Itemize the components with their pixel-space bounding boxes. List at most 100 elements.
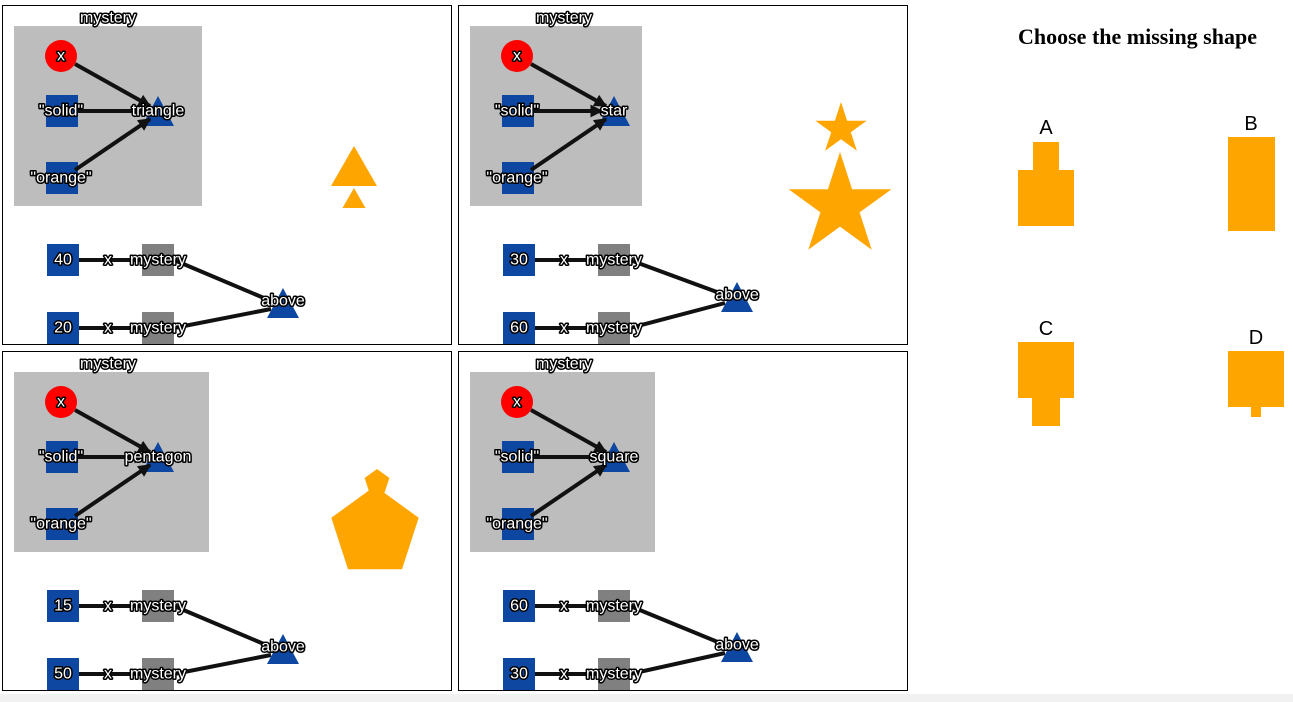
value-label-top: 40 bbox=[54, 252, 72, 269]
shape-function-label: pentagon bbox=[125, 449, 192, 466]
edge-call-to-combine-top bbox=[629, 604, 726, 647]
option-b-letter: B bbox=[1244, 113, 1258, 135]
edge-param-to-function bbox=[74, 408, 152, 454]
option-d[interactable] bbox=[1225, 349, 1287, 421]
combine-label: above bbox=[715, 637, 759, 654]
option-b[interactable] bbox=[1225, 135, 1279, 233]
call-node-bottom bbox=[598, 658, 630, 690]
parameter-label: x bbox=[57, 394, 65, 411]
color-node bbox=[502, 508, 534, 540]
call-label-bottom: mystery bbox=[130, 666, 186, 683]
call-label-top: mystery bbox=[130, 252, 186, 269]
function-name-label: mystery bbox=[536, 10, 592, 27]
shape-function-label: star bbox=[601, 103, 628, 120]
value-node-top bbox=[503, 590, 535, 622]
diagram-svg: mystery x "solid" "orange" triangle 40 x myster… bbox=[14, 8, 377, 344]
arg-label-top: x bbox=[104, 598, 112, 615]
arg-label-top: x bbox=[560, 598, 568, 615]
color-node bbox=[46, 162, 78, 194]
result-star-small bbox=[815, 102, 867, 151]
style-node bbox=[502, 95, 534, 127]
call-label-bottom: mystery bbox=[586, 666, 642, 683]
color-node bbox=[502, 162, 534, 194]
option-d-small-square bbox=[1251, 407, 1261, 417]
option-a-letter: A bbox=[1039, 117, 1053, 139]
color-label: "orange" bbox=[486, 170, 547, 187]
parameter-node bbox=[501, 40, 533, 72]
style-label: "solid" bbox=[495, 103, 539, 120]
style-node bbox=[46, 441, 78, 473]
style-label: "solid" bbox=[495, 449, 539, 466]
option-a-large-square bbox=[1018, 170, 1074, 226]
function-name-label: mystery bbox=[80, 356, 136, 373]
call-label-bottom: mystery bbox=[130, 320, 186, 337]
call-node-top bbox=[598, 590, 630, 622]
parameter-label: x bbox=[513, 394, 521, 411]
combine-label: above bbox=[261, 293, 305, 310]
call-node-top bbox=[598, 244, 630, 276]
edge-param-to-function bbox=[530, 408, 608, 454]
option-b-bottom-square bbox=[1228, 184, 1275, 231]
result-shape bbox=[331, 146, 377, 208]
result-pentagon-large bbox=[331, 486, 419, 570]
option-a-small-square bbox=[1033, 142, 1059, 170]
combine-node bbox=[267, 634, 299, 664]
function-name-label: mystery bbox=[80, 10, 136, 27]
parameter-node bbox=[45, 386, 77, 418]
call-node-top bbox=[142, 590, 174, 622]
value-label-bottom: 30 bbox=[510, 666, 528, 683]
color-label: "orange" bbox=[30, 516, 91, 533]
value-label-bottom: 60 bbox=[510, 320, 528, 337]
option-c[interactable] bbox=[1015, 340, 1077, 430]
value-label-top: 15 bbox=[54, 598, 72, 615]
edge-call-to-combine-bottom bbox=[173, 653, 272, 676]
combine-node bbox=[721, 632, 753, 662]
value-label-bottom: 20 bbox=[54, 320, 72, 337]
value-label-top: 60 bbox=[510, 598, 528, 615]
style-node bbox=[46, 95, 78, 127]
arg-label-top: x bbox=[560, 252, 568, 269]
combine-label: above bbox=[715, 287, 759, 304]
bottom-strip bbox=[0, 694, 1293, 702]
value-node-top bbox=[47, 590, 79, 622]
combine-label: above bbox=[261, 639, 305, 656]
value-label-top: 30 bbox=[510, 252, 528, 269]
combine-node bbox=[267, 288, 299, 318]
arg-label-bottom: x bbox=[104, 320, 112, 337]
edge-color-to-function bbox=[73, 117, 152, 172]
option-d-letter: D bbox=[1248, 327, 1264, 349]
option-c-large-square bbox=[1018, 342, 1074, 398]
option-c-small-square bbox=[1032, 398, 1060, 426]
style-label: "solid" bbox=[39, 103, 83, 120]
edge-call-to-combine-top bbox=[173, 258, 272, 303]
arg-label-top: x bbox=[104, 252, 112, 269]
edge-call-to-combine-bottom bbox=[173, 307, 272, 330]
edge-color-to-function bbox=[73, 463, 152, 518]
edge-color-to-function bbox=[529, 463, 608, 518]
value-node-top bbox=[47, 244, 79, 276]
call-node-bottom bbox=[598, 312, 630, 344]
shape-function-label: square bbox=[590, 449, 639, 466]
option-a[interactable] bbox=[1015, 140, 1077, 228]
question-title: Choose the missing shape bbox=[1018, 24, 1257, 49]
edge-call-to-combine-top bbox=[629, 258, 726, 297]
edge-call-to-combine-bottom bbox=[629, 301, 726, 330]
result-star-large bbox=[788, 152, 892, 250]
arg-label-bottom: x bbox=[560, 666, 568, 683]
value-node-bottom bbox=[47, 312, 79, 344]
result-shape bbox=[788, 102, 892, 250]
result-triangle-large bbox=[331, 146, 377, 186]
color-label: "orange" bbox=[30, 170, 91, 187]
result-shape bbox=[331, 469, 419, 570]
call-node-bottom bbox=[142, 658, 174, 690]
call-label-top: mystery bbox=[586, 252, 642, 269]
edge-param-to-function bbox=[530, 62, 608, 108]
value-node-bottom bbox=[47, 658, 79, 690]
shape-function-label: triangle bbox=[132, 103, 185, 120]
arg-label-bottom: x bbox=[104, 666, 112, 683]
call-node-top bbox=[142, 244, 174, 276]
